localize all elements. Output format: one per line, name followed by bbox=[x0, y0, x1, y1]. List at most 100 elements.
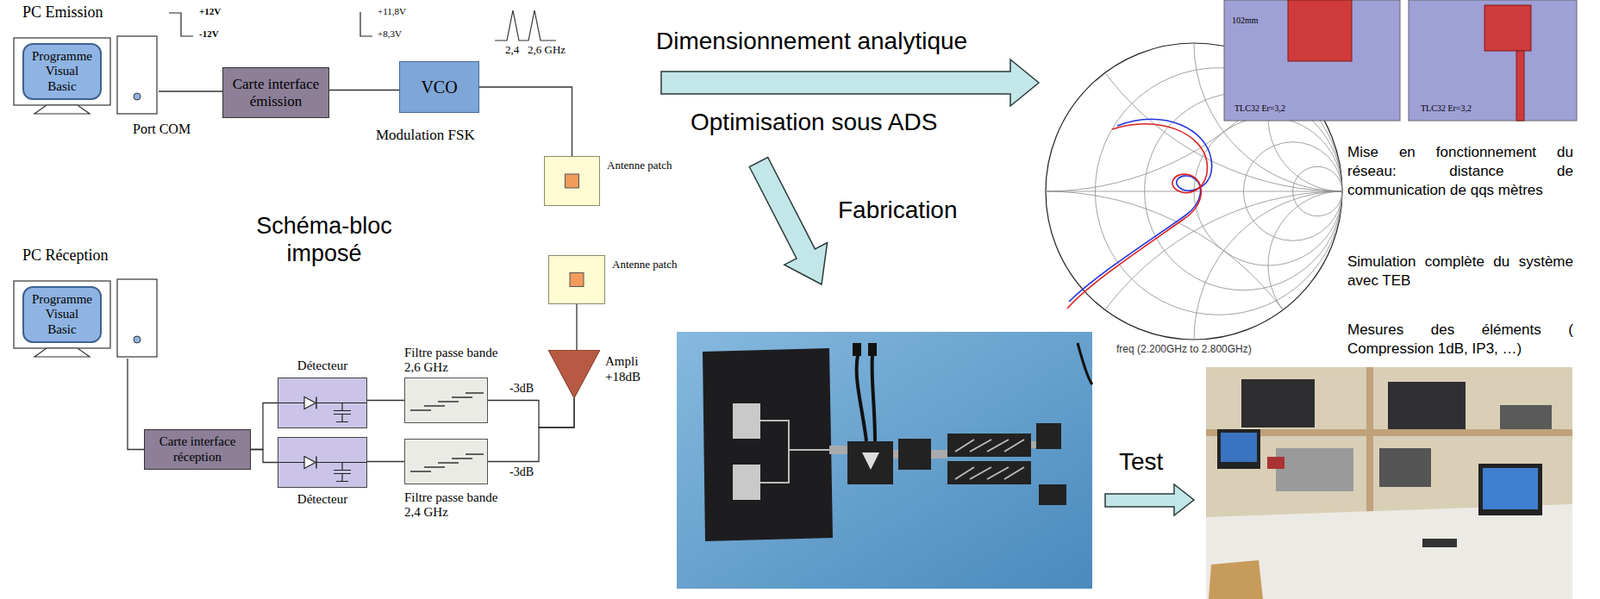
computer-tower bbox=[117, 279, 157, 357]
step-label: Fabrication bbox=[837, 194, 958, 225]
patch-antenna: Antenne patch bbox=[543, 156, 600, 207]
process-arrow bbox=[661, 59, 1039, 107]
cable bbox=[872, 355, 875, 442]
modulation-label: Modulation FSK bbox=[375, 125, 475, 144]
detector-label: Détecteur bbox=[278, 358, 367, 374]
smith-grid-circle bbox=[1243, 142, 1343, 242]
diode-symbol bbox=[304, 397, 316, 410]
voltage-label: +12V bbox=[199, 6, 221, 19]
frequency-label: 2,4 bbox=[505, 43, 519, 57]
computer-tower bbox=[117, 36, 157, 114]
box-label: Programme Visual Basic bbox=[30, 49, 94, 94]
photo-ground bbox=[676, 331, 1093, 589]
monitor-frame bbox=[13, 281, 111, 349]
prototype-board bbox=[1422, 538, 1457, 548]
connector-wire bbox=[487, 398, 575, 428]
voltage-step bbox=[360, 12, 373, 37]
instrument bbox=[1500, 405, 1552, 430]
connector bbox=[829, 445, 848, 455]
device-heading: PC Réception bbox=[22, 246, 109, 265]
instrument bbox=[1275, 448, 1354, 492]
smith-grid-arc bbox=[1045, 0, 1600, 192]
filter-box: Filtre passe bande 2,6 GHz bbox=[404, 377, 488, 424]
dimension-label: 102mm bbox=[1231, 15, 1259, 27]
attenuation-label: -3dB bbox=[508, 381, 535, 396]
connector bbox=[931, 450, 948, 459]
plug bbox=[852, 343, 862, 357]
lab-photo bbox=[1206, 367, 1573, 599]
filter-board bbox=[947, 461, 1032, 485]
amplifier-triangle bbox=[548, 350, 600, 399]
diode-bar bbox=[315, 456, 317, 469]
amplifier-chip bbox=[862, 452, 880, 470]
filter-board bbox=[947, 433, 1032, 457]
process-arrow bbox=[749, 157, 827, 286]
process-arrow bbox=[1105, 484, 1194, 516]
instrument bbox=[1241, 379, 1315, 428]
patch-square bbox=[569, 273, 584, 288]
computer-node: PC RéceptionProgramme Visual Basic bbox=[8, 246, 159, 359]
smith-grid-arc bbox=[1045, 191, 1600, 599]
trace bbox=[760, 450, 789, 483]
note-text: Mise en fonctionnement du réseau: distan… bbox=[1347, 143, 1574, 200]
note-text: Simulation complète du système avec TEB bbox=[1347, 252, 1574, 291]
filter-label: Filtre passe bande 2,4 GHz bbox=[404, 490, 513, 520]
patch-metal bbox=[1287, 0, 1352, 62]
monitor-screen bbox=[1482, 468, 1538, 510]
patch-metal bbox=[732, 403, 761, 439]
fabrication-photo bbox=[676, 331, 1093, 589]
cable bbox=[856, 355, 867, 442]
filter-box: Filtre passe bande 2,4 GHz bbox=[404, 438, 488, 485]
connector bbox=[893, 450, 899, 459]
diode-symbol bbox=[304, 456, 316, 469]
impedance-curve bbox=[1067, 124, 1207, 309]
step-label: Optimisation sous ADS bbox=[690, 106, 938, 138]
software-box: Programme Visual Basic bbox=[22, 43, 102, 100]
attenuation-label: -3dB bbox=[508, 465, 535, 480]
detector-symbol bbox=[278, 378, 367, 428]
filter-label: Filtre passe bande 2,6 GHz bbox=[404, 345, 513, 375]
filter-symbol bbox=[405, 439, 488, 484]
coupled-lines bbox=[410, 454, 484, 472]
substrate-label: TLC32 Er=3,2 bbox=[1234, 103, 1286, 115]
antenna-board bbox=[702, 348, 833, 542]
voltage-label: +8,3V bbox=[377, 28, 402, 41]
note-text: Mesures des éléments ( Compression 1dB, … bbox=[1347, 320, 1574, 359]
connector-wire bbox=[487, 398, 575, 463]
frequency-label: 2,6 GHz bbox=[527, 43, 566, 57]
substrate bbox=[1224, 0, 1400, 121]
diode-wire bbox=[278, 462, 367, 482]
antenna-label: Antenne patch bbox=[606, 158, 672, 173]
step-label: Test bbox=[1118, 446, 1163, 477]
detector-board bbox=[1036, 423, 1062, 450]
amplifier-triangle: Ampli +18dB bbox=[548, 350, 600, 399]
connector-wire bbox=[158, 90, 223, 92]
connector-wire bbox=[329, 89, 400, 91]
trace bbox=[760, 420, 830, 450]
coupled-lines bbox=[955, 439, 1025, 480]
step-label: Dimensionnement analytique bbox=[656, 25, 968, 57]
patch-symbol bbox=[544, 156, 600, 206]
patch-symbol bbox=[549, 256, 605, 304]
substrate bbox=[1408, 0, 1577, 121]
cable bbox=[1077, 343, 1093, 385]
box-label: Programme Visual Basic bbox=[30, 292, 94, 338]
amplifier-label: Ampli +18dB bbox=[605, 353, 649, 385]
connector-wire bbox=[367, 461, 405, 463]
connector-wire bbox=[479, 87, 573, 157]
monitor bbox=[1217, 429, 1261, 469]
connector-wire bbox=[367, 400, 405, 401]
filter-symbol bbox=[405, 378, 488, 423]
plug bbox=[868, 343, 877, 357]
monitor bbox=[1478, 463, 1543, 516]
voltage-label: +11,8V bbox=[377, 6, 407, 19]
patch-square bbox=[565, 174, 580, 188]
monitor-base bbox=[34, 105, 90, 114]
instrument bbox=[1379, 448, 1432, 488]
chair bbox=[1208, 560, 1263, 599]
axis-note: freq (2.200GHz to 2.800GHz) bbox=[1116, 343, 1252, 357]
circuit-board bbox=[847, 441, 894, 485]
software-box: Programme Visual Basic bbox=[22, 286, 102, 344]
device-heading: PC Emission bbox=[22, 3, 104, 22]
